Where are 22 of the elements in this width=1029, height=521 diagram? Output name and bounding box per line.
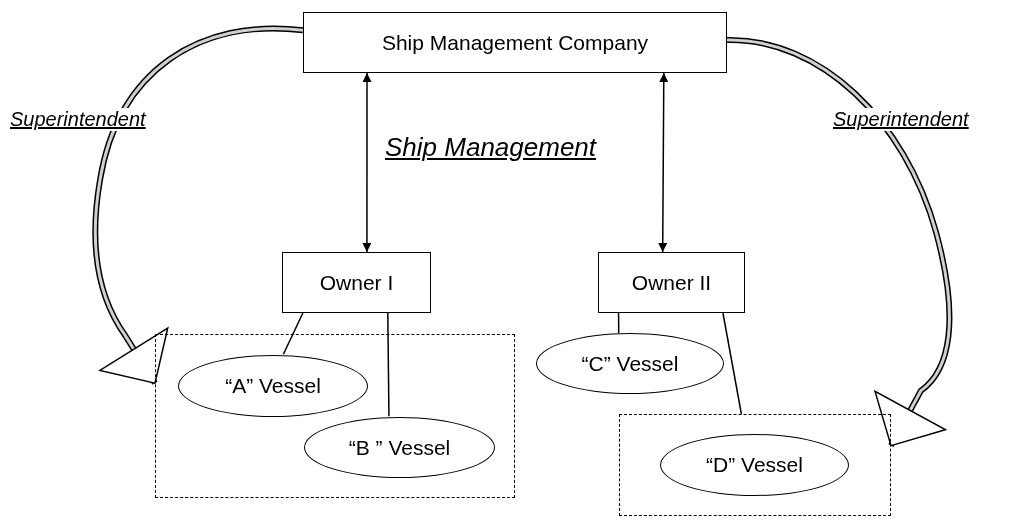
dashed-group-box — [619, 414, 891, 516]
curved-block-arrow — [92, 25, 304, 385]
node-label: “A” Vessel — [225, 374, 321, 398]
node-label: “D” Vessel — [706, 453, 803, 477]
connector-line — [387, 312, 390, 417]
double-arrow — [658, 72, 669, 253]
process-box — [303, 12, 727, 73]
connector-line — [617, 312, 620, 334]
dashed-group-box — [155, 334, 515, 498]
curved-block-arrow — [726, 37, 953, 448]
edge-label: Superintendent — [833, 108, 969, 131]
connector-line — [722, 312, 743, 415]
connector-line — [282, 312, 304, 355]
double-arrow — [362, 72, 372, 253]
edge-label: Superintendent — [10, 108, 146, 131]
node-label: Ship Management Company — [381, 30, 649, 55]
process-box — [282, 252, 431, 313]
process-box — [598, 252, 745, 313]
node-label: “B ” Vessel — [348, 435, 451, 460]
node-label: Owner II — [631, 270, 712, 295]
node-label: “C” Vessel — [581, 351, 679, 376]
node-label: Owner I — [319, 270, 394, 295]
